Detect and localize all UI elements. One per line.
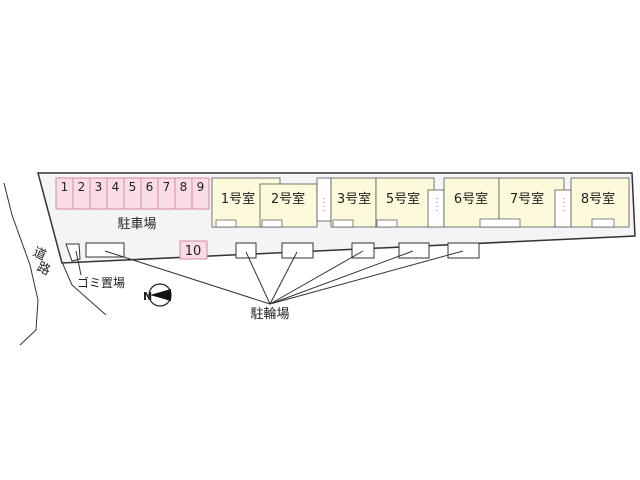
parking-space-number: 4: [112, 180, 120, 194]
compass-icon: N: [143, 283, 172, 307]
unit-labels: 1号室 2号室 3号室 5号室 6号室 7号室 8号室: [221, 191, 615, 207]
parking-space-number: 9: [197, 180, 205, 194]
parking-space-number: 3: [95, 180, 103, 194]
parking-label: 駐車場: [117, 217, 156, 232]
garbage-label: ゴミ置場: [77, 275, 125, 290]
parking-space-number: 1: [61, 180, 69, 194]
parking-space-number: 7: [163, 180, 171, 194]
parking-space-10: [179, 240, 208, 260]
road-edge-right: [61, 261, 107, 316]
road-label-2: 路: [34, 259, 53, 279]
svg-text:3号室: 3号室: [337, 191, 371, 207]
svg-text:7号室: 7号室: [510, 191, 544, 207]
svg-text:8号室: 8号室: [581, 191, 615, 207]
parking-space: [191, 177, 210, 210]
road-label-1: 道: [30, 245, 48, 264]
svg-text:6号室: 6号室: [454, 191, 488, 207]
leader-lines: [75, 250, 464, 305]
parking-space-number: 2: [78, 180, 86, 194]
bicycle-label: 駐輪場: [250, 306, 289, 322]
parking-space-10-label: 10: [185, 244, 202, 259]
road-edge-left: [3, 182, 39, 346]
svg-text:5号室: 5号室: [386, 191, 420, 207]
parking-space-number: 8: [180, 180, 188, 194]
bicycle-racks: [235, 242, 480, 259]
storage-box: [85, 242, 125, 258]
parking-space-number: 6: [146, 180, 154, 194]
parking-space-number: 5: [129, 180, 137, 194]
units: [211, 177, 630, 228]
svg-text:N: N: [143, 290, 152, 303]
garbage-area: [65, 243, 81, 262]
svg-text:2号室: 2号室: [271, 191, 305, 207]
svg-text:1号室: 1号室: [221, 191, 255, 207]
